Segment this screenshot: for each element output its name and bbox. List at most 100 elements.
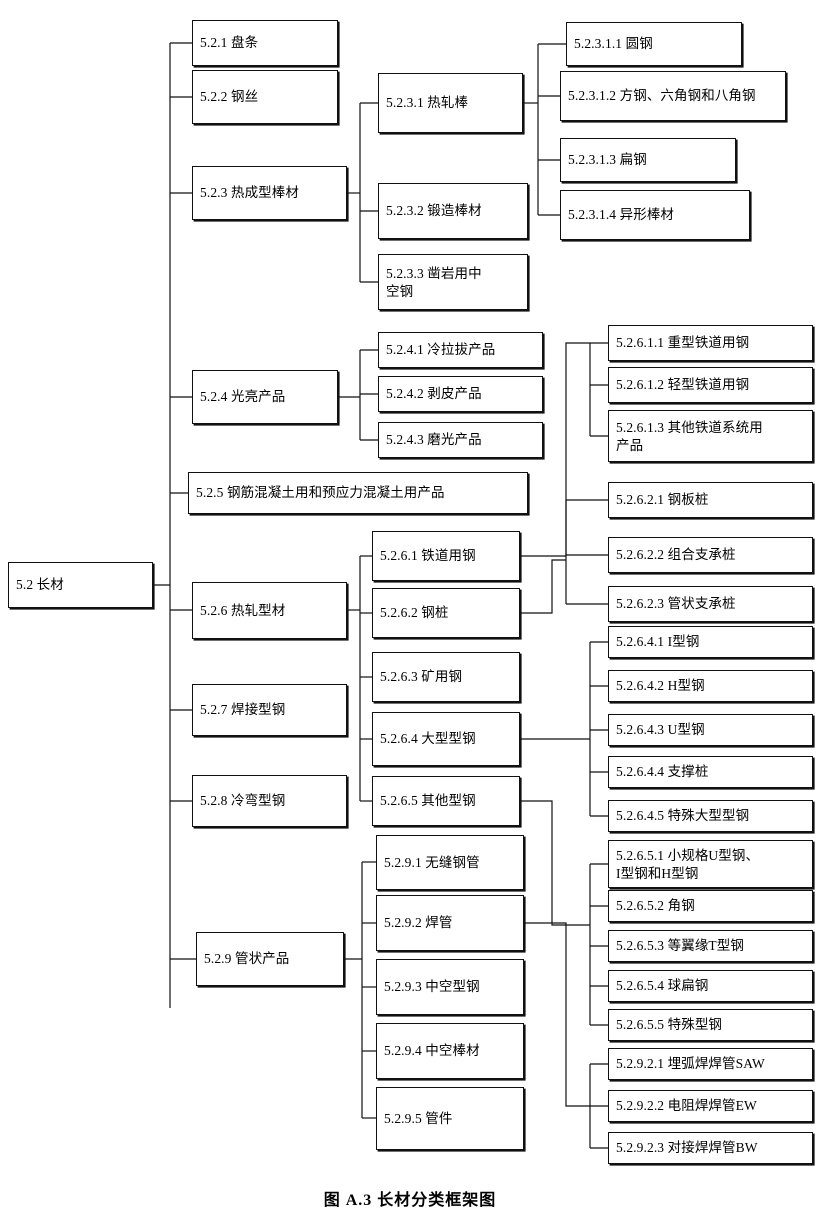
node-label: 5.2.5 钢筋混凝土用和预应力混凝土用产品 xyxy=(196,485,445,501)
node-n52313[interactable]: 5.2.3.1.3 扁钢 xyxy=(560,138,736,182)
node-n52643[interactable]: 5.2.6.4.3 U型钢 xyxy=(608,714,813,746)
node-n52314[interactable]: 5.2.3.1.4 异形棒材 xyxy=(560,190,750,240)
node-n52655[interactable]: 5.2.6.5.5 特殊型钢 xyxy=(608,1009,813,1041)
node-n5231[interactable]: 5.2.3.1 热轧棒 xyxy=(378,73,523,133)
node-label: 5.2.9.3 中空型钢 xyxy=(384,979,480,995)
node-n5241[interactable]: 5.2.4.1 冷拉拔产品 xyxy=(378,332,543,368)
node-label: 5.2.9.2 焊管 xyxy=(384,915,453,931)
node-label: 5.2.6.3 矿用钢 xyxy=(380,669,463,685)
node-label: 5.2.3 热成型棒材 xyxy=(200,185,299,201)
node-label: 5.2.6.1 铁道用钢 xyxy=(380,548,476,564)
node-n52652[interactable]: 5.2.6.5.2 角钢 xyxy=(608,890,813,922)
node-label: 5.2.4 光亮产品 xyxy=(200,389,286,405)
node-n52623[interactable]: 5.2.6.2.3 管状支承桩 xyxy=(608,586,813,622)
node-n5294[interactable]: 5.2.9.4 中空棒材 xyxy=(376,1023,524,1079)
node-n52621[interactable]: 5.2.6.2.1 钢板桩 xyxy=(608,482,813,518)
node-n5261[interactable]: 5.2.6.1 铁道用钢 xyxy=(372,531,520,581)
node-label: 5.2 长材 xyxy=(16,577,64,593)
node-n52[interactable]: 5.2 长材 xyxy=(8,562,153,608)
node-n527[interactable]: 5.2.7 焊接型钢 xyxy=(192,684,347,736)
node-n52642[interactable]: 5.2.6.4.2 H型钢 xyxy=(608,670,813,702)
node-label: 5.2.1 盘条 xyxy=(200,35,259,51)
node-label: 5.2.3.1.1 圆钢 xyxy=(574,36,653,52)
node-n52312[interactable]: 5.2.3.1.2 方钢、六角钢和八角钢 xyxy=(560,71,786,121)
node-label: 5.2.6.2.1 钢板桩 xyxy=(616,492,709,508)
node-n5243[interactable]: 5.2.4.3 磨光产品 xyxy=(378,422,543,458)
node-n52311[interactable]: 5.2.3.1.1 圆钢 xyxy=(566,22,742,66)
node-label: 5.2.4.3 磨光产品 xyxy=(386,432,482,448)
node-label: 5.2.8 冷弯型钢 xyxy=(200,793,286,809)
node-n523[interactable]: 5.2.3 热成型棒材 xyxy=(192,166,347,220)
node-n529[interactable]: 5.2.9 管状产品 xyxy=(196,932,344,986)
node-label: 5.2.9.4 中空棒材 xyxy=(384,1043,480,1059)
node-n5292[interactable]: 5.2.9.2 焊管 xyxy=(376,895,524,951)
node-label: 5.2.3.1.2 方钢、六角钢和八角钢 xyxy=(568,88,756,104)
node-n526[interactable]: 5.2.6 热轧型材 xyxy=(192,582,347,639)
node-label: 5.2.6.4.5 特殊大型型钢 xyxy=(616,808,750,824)
node-n52644[interactable]: 5.2.6.4.4 支撑桩 xyxy=(608,756,813,788)
node-label: 5.2.6.1.2 轻型铁道用钢 xyxy=(616,377,750,393)
node-n52611[interactable]: 5.2.6.1.1 重型铁道用钢 xyxy=(608,325,813,361)
node-label: 5.2.4.1 冷拉拔产品 xyxy=(386,342,496,358)
node-label: 5.2.6.4.2 H型钢 xyxy=(616,678,705,694)
node-label: 5.2.6.4.3 U型钢 xyxy=(616,722,705,738)
node-label: 5.2.9.2.2 电阻焊焊管EW xyxy=(616,1098,757,1114)
node-n52613[interactable]: 5.2.6.1.3 其他铁道系统用 产品 xyxy=(608,410,813,462)
node-n52651[interactable]: 5.2.6.5.1 小规格U型钢、 I型钢和H型钢 xyxy=(608,840,813,888)
node-label: 5.2.9 管状产品 xyxy=(204,951,290,967)
node-n5263[interactable]: 5.2.6.3 矿用钢 xyxy=(372,652,520,702)
node-label: 5.2.9.2.1 埋弧焊焊管SAW xyxy=(616,1056,765,1072)
node-n5265[interactable]: 5.2.6.5 其他型钢 xyxy=(372,776,520,826)
node-n5232[interactable]: 5.2.3.2 锻造棒材 xyxy=(378,183,528,239)
node-label: 5.2.6.5.2 角钢 xyxy=(616,898,695,914)
connector-58 xyxy=(520,800,590,926)
node-n52641[interactable]: 5.2.6.4.1 I型钢 xyxy=(608,626,813,658)
node-label: 5.2.9.1 无缝钢管 xyxy=(384,854,480,870)
node-n52653[interactable]: 5.2.6.5.3 等翼缘T型钢 xyxy=(608,930,813,962)
node-label: 5.2.6.4.1 I型钢 xyxy=(616,634,700,650)
node-label: 5.2.7 焊接型钢 xyxy=(200,702,286,718)
node-n522[interactable]: 5.2.2 钢丝 xyxy=(192,70,338,124)
node-n5264[interactable]: 5.2.6.4 大型型钢 xyxy=(372,712,520,766)
node-label: 5.2.6.5 其他型钢 xyxy=(380,793,476,809)
node-label: 5.2.9.2.3 对接焊焊管BW xyxy=(616,1140,758,1156)
connector-65 xyxy=(524,922,590,1107)
node-label: 5.2.3.1.4 异形棒材 xyxy=(568,207,675,223)
node-label: 5.2.3.1 热轧棒 xyxy=(386,95,469,111)
node-n521[interactable]: 5.2.1 盘条 xyxy=(192,20,338,66)
node-n5262[interactable]: 5.2.6.2 钢桩 xyxy=(372,588,520,638)
node-label: 5.2.6.2.2 组合支承桩 xyxy=(616,547,736,563)
node-n52654[interactable]: 5.2.6.5.4 球扁钢 xyxy=(608,970,813,1002)
node-label: 5.2.6.4.4 支撑桩 xyxy=(616,764,709,780)
node-label: 5.2.3.2 锻造棒材 xyxy=(386,203,482,219)
node-label: 5.2.6.5.3 等翼缘T型钢 xyxy=(616,938,744,954)
node-n5242[interactable]: 5.2.4.2 剥皮产品 xyxy=(378,376,543,412)
node-label: 5.2.3.3 凿岩用中 空钢 xyxy=(386,266,482,299)
connector-46 xyxy=(520,559,566,614)
node-n52645[interactable]: 5.2.6.4.5 特殊大型型钢 xyxy=(608,800,813,832)
node-label: 5.2.6.5.5 特殊型钢 xyxy=(616,1017,723,1033)
node-label: 5.2.9.5 管件 xyxy=(384,1110,453,1126)
node-label: 5.2.6.5.1 小规格U型钢、 I型钢和H型钢 xyxy=(616,848,760,881)
node-n5233[interactable]: 5.2.3.3 凿岩用中 空钢 xyxy=(378,254,528,310)
node-n5291[interactable]: 5.2.9.1 无缝钢管 xyxy=(376,835,524,890)
node-n525[interactable]: 5.2.5 钢筋混凝土用和预应力混凝土用产品 xyxy=(188,472,528,514)
node-label: 5.2.2 钢丝 xyxy=(200,89,259,105)
node-n52923[interactable]: 5.2.9.2.3 对接焊焊管BW xyxy=(608,1132,813,1164)
node-n528[interactable]: 5.2.8 冷弯型钢 xyxy=(192,775,347,827)
node-n5295[interactable]: 5.2.9.5 管件 xyxy=(376,1087,524,1150)
node-n5293[interactable]: 5.2.9.3 中空型钢 xyxy=(376,959,524,1015)
node-n52622[interactable]: 5.2.6.2.2 组合支承桩 xyxy=(608,537,813,573)
node-label: 5.2.6.1.3 其他铁道系统用 产品 xyxy=(616,420,763,453)
node-n52922[interactable]: 5.2.9.2.2 电阻焊焊管EW xyxy=(608,1090,813,1122)
node-label: 5.2.6.2 钢桩 xyxy=(380,605,449,621)
node-label: 5.2.6.5.4 球扁钢 xyxy=(616,978,709,994)
node-label: 5.2.6.1.1 重型铁道用钢 xyxy=(616,335,750,351)
node-n52921[interactable]: 5.2.9.2.1 埋弧焊焊管SAW xyxy=(608,1048,813,1080)
node-n524[interactable]: 5.2.4 光亮产品 xyxy=(192,370,338,424)
node-label: 5.2.3.1.3 扁钢 xyxy=(568,152,647,168)
node-label: 5.2.6 热轧型材 xyxy=(200,602,286,618)
node-n52612[interactable]: 5.2.6.1.2 轻型铁道用钢 xyxy=(608,367,813,403)
node-label: 5.2.6.4 大型型钢 xyxy=(380,731,476,747)
